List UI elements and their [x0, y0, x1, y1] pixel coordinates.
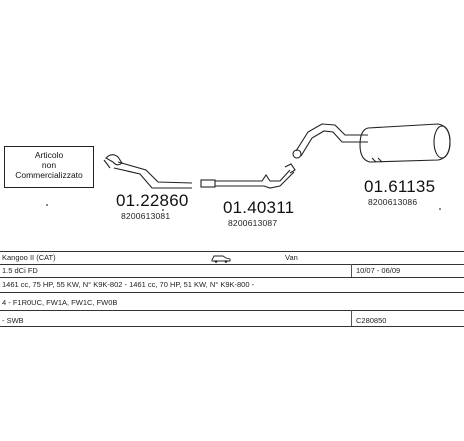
oe-number-1: 8200613081	[121, 211, 171, 221]
table-rule	[0, 277, 464, 278]
engine-cell: 1.5 dCi FD	[2, 266, 38, 275]
part-number-1: 01.22860	[116, 191, 189, 210]
body-type-cell: Van	[285, 253, 298, 262]
oe-number-3: 8200613086	[368, 197, 418, 207]
intermediate-pipe-drawing	[200, 163, 296, 189]
table-rule	[0, 310, 464, 311]
not-commercialized-note: Articolo non Commercializzato	[4, 146, 94, 188]
spec-cell: 1461 cc, 75 HP, 55 KW, N° K9K-802 - 1461…	[2, 280, 255, 289]
part-number-2: 01.40311	[223, 198, 295, 217]
part-number-3: 01.61135	[364, 177, 436, 196]
years-cell: 10/07 - 06/09	[356, 266, 401, 275]
exhaust-diagram	[46, 123, 451, 211]
car-icon	[211, 255, 231, 263]
rear-silencer-drawing	[292, 123, 451, 163]
codes-cell: 4 - F1R0UC, FW1A, FW1C, FW0B	[2, 298, 118, 307]
oe-number-2: 8200613087	[228, 218, 278, 228]
note-line-3: Commercializzato	[15, 170, 83, 180]
model-cell: Kangoo II (CAT)	[2, 253, 56, 262]
dot-marker	[162, 209, 164, 211]
front-pipe-drawing	[103, 154, 193, 189]
table-rule	[0, 292, 464, 293]
wheelbase-cell: - SWB	[2, 316, 24, 325]
reference-cell: C280850	[356, 316, 387, 325]
dot-marker	[46, 204, 48, 206]
cell-divider	[351, 264, 352, 277]
table-rule	[0, 326, 464, 327]
table-rule	[0, 251, 464, 252]
table-rule	[0, 264, 464, 265]
dot-marker	[439, 208, 441, 210]
cell-divider	[351, 310, 352, 326]
note-line-1: Articolo	[34, 150, 64, 160]
note-line-2: non	[41, 160, 57, 170]
